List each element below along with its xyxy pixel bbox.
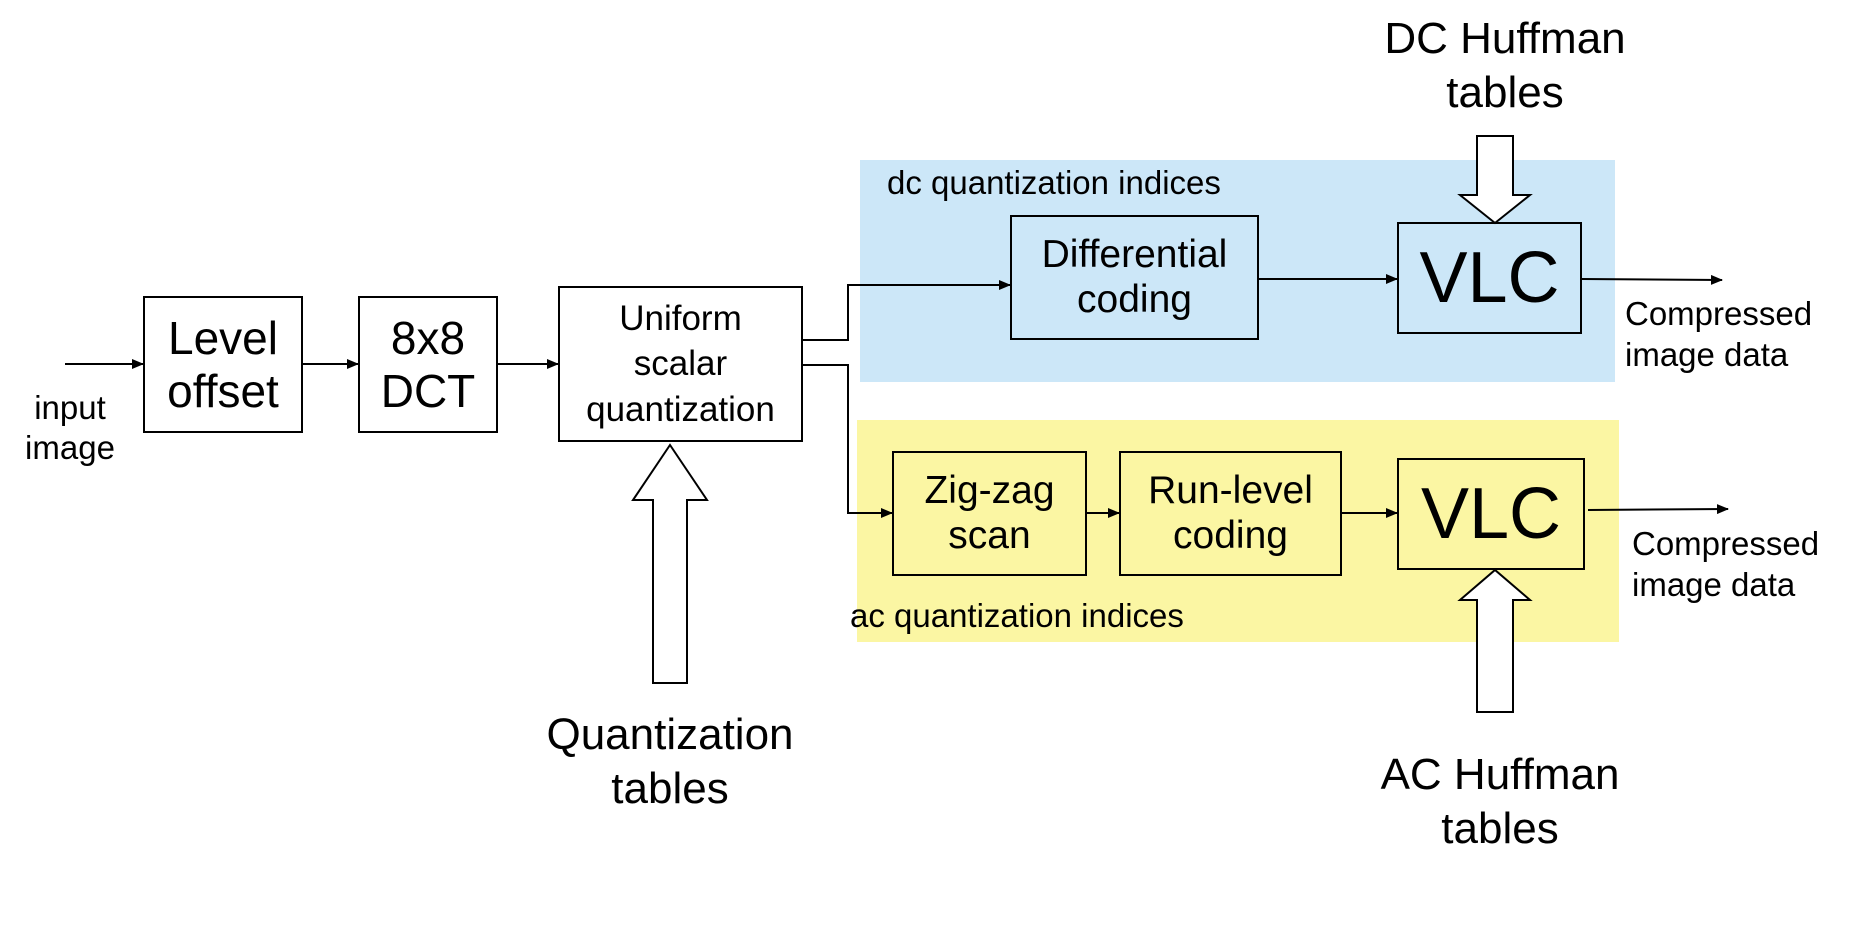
dct-label: 8x8 DCT <box>380 311 476 417</box>
vlc-dc-block: VLC <box>1397 222 1582 334</box>
level-offset-block: Level offset <box>143 296 303 433</box>
differential-coding-block: Differential coding <box>1010 215 1259 340</box>
dc-region-label: dc quantization indices <box>887 164 1221 201</box>
run-level-coding-label: Run-level coding <box>1148 468 1313 557</box>
quantization-tables-label: Quantization tables <box>546 710 794 813</box>
arrow-quantizer-to-zigzag <box>803 364 893 518</box>
quantization-tables-arrow <box>631 443 709 684</box>
arrow-quantizer-to-differential <box>803 280 1011 341</box>
dc-output-label: Compressed image data <box>1625 295 1813 374</box>
zigzag-scan-label: Zig-zag scan <box>924 468 1055 557</box>
level-offset-label: Level offset <box>167 311 279 417</box>
differential-coding-label: Differential coding <box>1041 232 1228 321</box>
quantizer-label: Uniform scalar quantization <box>586 298 775 429</box>
run-level-coding-block: Run-level coding <box>1119 451 1342 576</box>
arrow-vlc-dc-out <box>1581 274 1723 285</box>
ac-output-label: Compressed image data <box>1632 525 1820 604</box>
vlc-dc-label: VLC <box>1419 237 1560 318</box>
dc-huffman-tables-label: DC Huffman tables <box>1384 14 1626 117</box>
dct-block: 8x8 DCT <box>358 296 498 433</box>
vlc-ac-label: VLC <box>1420 473 1562 554</box>
input-image-label: input image <box>25 389 115 466</box>
arrow-vlc-ac-out <box>1587 504 1729 515</box>
ac-region-label: ac quantization indices <box>850 597 1184 634</box>
vlc-ac-block: VLC <box>1397 458 1585 570</box>
dc-huffman-tables-arrow <box>1457 135 1533 225</box>
ac-huffman-tables-arrow <box>1457 568 1533 713</box>
zigzag-scan-block: Zig-zag scan <box>892 451 1087 576</box>
quantizer-block: Uniform scalar quantization <box>558 286 803 442</box>
ac-huffman-tables-label: AC Huffman tables <box>1380 750 1620 853</box>
